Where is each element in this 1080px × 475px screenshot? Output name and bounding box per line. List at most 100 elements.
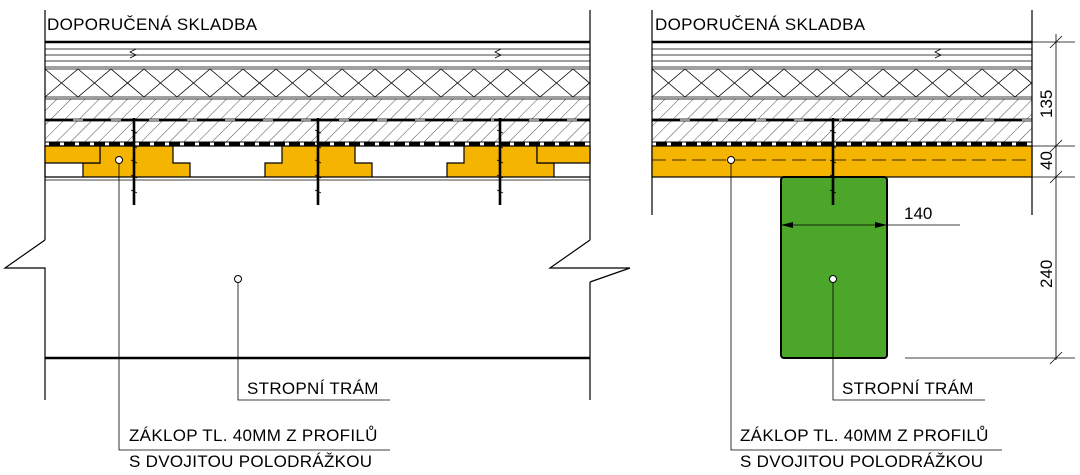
- rib-mark: [289, 142, 300, 146]
- rib-mark: [364, 142, 375, 146]
- rib-mark: [716, 142, 727, 146]
- right-beam-marker: [829, 275, 837, 283]
- left-top-layers: [45, 40, 590, 68]
- rib-mark: [731, 142, 742, 146]
- left-detail: DOPORUČENÁ SKLADBA: [3, 10, 631, 471]
- rib-mark: [911, 142, 922, 146]
- rib-mark: [836, 142, 847, 146]
- rib-mark: [956, 142, 967, 146]
- rib-mark: [79, 142, 90, 146]
- rib-mark: [574, 142, 585, 146]
- rib-mark: [656, 142, 667, 146]
- rib-mark: [259, 142, 270, 146]
- rib-mark: [424, 142, 435, 146]
- rib-mark: [154, 142, 165, 146]
- right-hatched-layers: [651, 98, 1033, 143]
- left-break-symbol-right: [548, 239, 631, 283]
- nail-3: [494, 118, 506, 205]
- left-boards-label-line1: ZÁKLOP TL. 40MM Z PROFILŮ: [129, 426, 378, 445]
- rib-mark: [199, 142, 210, 146]
- rib-mark: [319, 142, 330, 146]
- rib-mark: [866, 142, 877, 146]
- right-detail: DOPORUČENÁ SKLADBA: [651, 10, 1075, 471]
- left-boards-label-line2: S DVOJITOU POLODRÁŽKOU: [129, 452, 372, 471]
- rib-mark: [49, 142, 60, 146]
- board-thickness-value: 40: [1037, 151, 1056, 170]
- right-boards-label-line1: ZÁKLOP TL. 40MM Z PROFILŮ: [740, 426, 989, 445]
- rib-mark: [896, 142, 907, 146]
- rib-mark: [214, 142, 225, 146]
- nail-2: [312, 118, 324, 205]
- rib-mark: [124, 142, 135, 146]
- rib-mark: [971, 142, 982, 146]
- left-heading: DOPORUČENÁ SKLADBA: [47, 15, 258, 34]
- rib-mark: [274, 142, 285, 146]
- left-board-marker: [115, 156, 123, 164]
- beam-width-value: 140: [904, 204, 932, 223]
- rib-mark: [1001, 142, 1012, 146]
- rib-mark: [881, 142, 892, 146]
- rib-mark: [529, 142, 540, 146]
- right-board-marker: [727, 156, 735, 164]
- rib-mark: [64, 142, 75, 146]
- nail-1: [128, 118, 140, 205]
- rib-mark: [514, 142, 525, 146]
- left-board-leader: [118, 164, 390, 451]
- rib-mark: [169, 142, 180, 146]
- layer-thickness-value: 135: [1037, 90, 1056, 118]
- left-board-0: [44, 145, 101, 164]
- rib-mark: [671, 142, 682, 146]
- rib-mark: [109, 142, 120, 146]
- rib-mark: [244, 142, 255, 146]
- left-board-3: [355, 145, 555, 178]
- rib-mark: [791, 142, 802, 146]
- rib-mark: [454, 142, 465, 146]
- beam-width-dimension: 140: [781, 204, 960, 228]
- rib-mark: [409, 142, 420, 146]
- rib-mark: [806, 142, 817, 146]
- right-insulation-layer: [652, 68, 1032, 98]
- left-break-symbol-left: [3, 239, 46, 282]
- rib-mark: [821, 142, 832, 146]
- right-board-leader: [730, 164, 1002, 451]
- right-top-layers: [652, 40, 1032, 68]
- rib-mark: [851, 142, 862, 146]
- rib-mark: [484, 142, 495, 146]
- rib-mark: [94, 142, 105, 146]
- right-boards-label-line2: S DVOJITOU POLODRÁŽKOU: [740, 452, 983, 471]
- rib-mark: [761, 142, 772, 146]
- right-beam-leader: [832, 283, 985, 401]
- rib-mark: [439, 142, 450, 146]
- rib-mark: [544, 142, 555, 146]
- rib-mark: [229, 142, 240, 146]
- rib-mark: [701, 142, 712, 146]
- left-insulation-layer: [45, 68, 590, 98]
- rib-mark: [499, 142, 510, 146]
- right-board: [651, 145, 1033, 178]
- rib-mark: [1016, 142, 1027, 146]
- rib-mark: [986, 142, 997, 146]
- rib-mark: [379, 142, 390, 146]
- rib-mark: [184, 142, 195, 146]
- rib-mark: [304, 142, 315, 146]
- left-board-2: [173, 145, 373, 178]
- left-board-4: [536, 145, 591, 164]
- rib-mark: [559, 142, 570, 146]
- right-heading: DOPORUČENÁ SKLADBA: [655, 15, 866, 34]
- right-rib-layer: [652, 141, 1032, 146]
- rib-mark: [926, 142, 937, 146]
- rib-mark: [139, 142, 150, 146]
- right-beam-label: STROPNÍ TRÁM: [842, 379, 974, 398]
- beam-height-value: 240: [1037, 260, 1056, 288]
- vertical-dimension-chain: 135 40 240: [905, 34, 1075, 365]
- right-nail: [827, 118, 839, 205]
- left-beam-leader: [237, 283, 390, 401]
- rib-mark: [776, 142, 787, 146]
- left-beam-label: STROPNÍ TRÁM: [247, 379, 379, 398]
- rib-mark: [469, 142, 480, 146]
- rib-mark: [746, 142, 757, 146]
- rib-mark: [394, 142, 405, 146]
- rib-mark: [941, 142, 952, 146]
- rib-mark: [349, 142, 360, 146]
